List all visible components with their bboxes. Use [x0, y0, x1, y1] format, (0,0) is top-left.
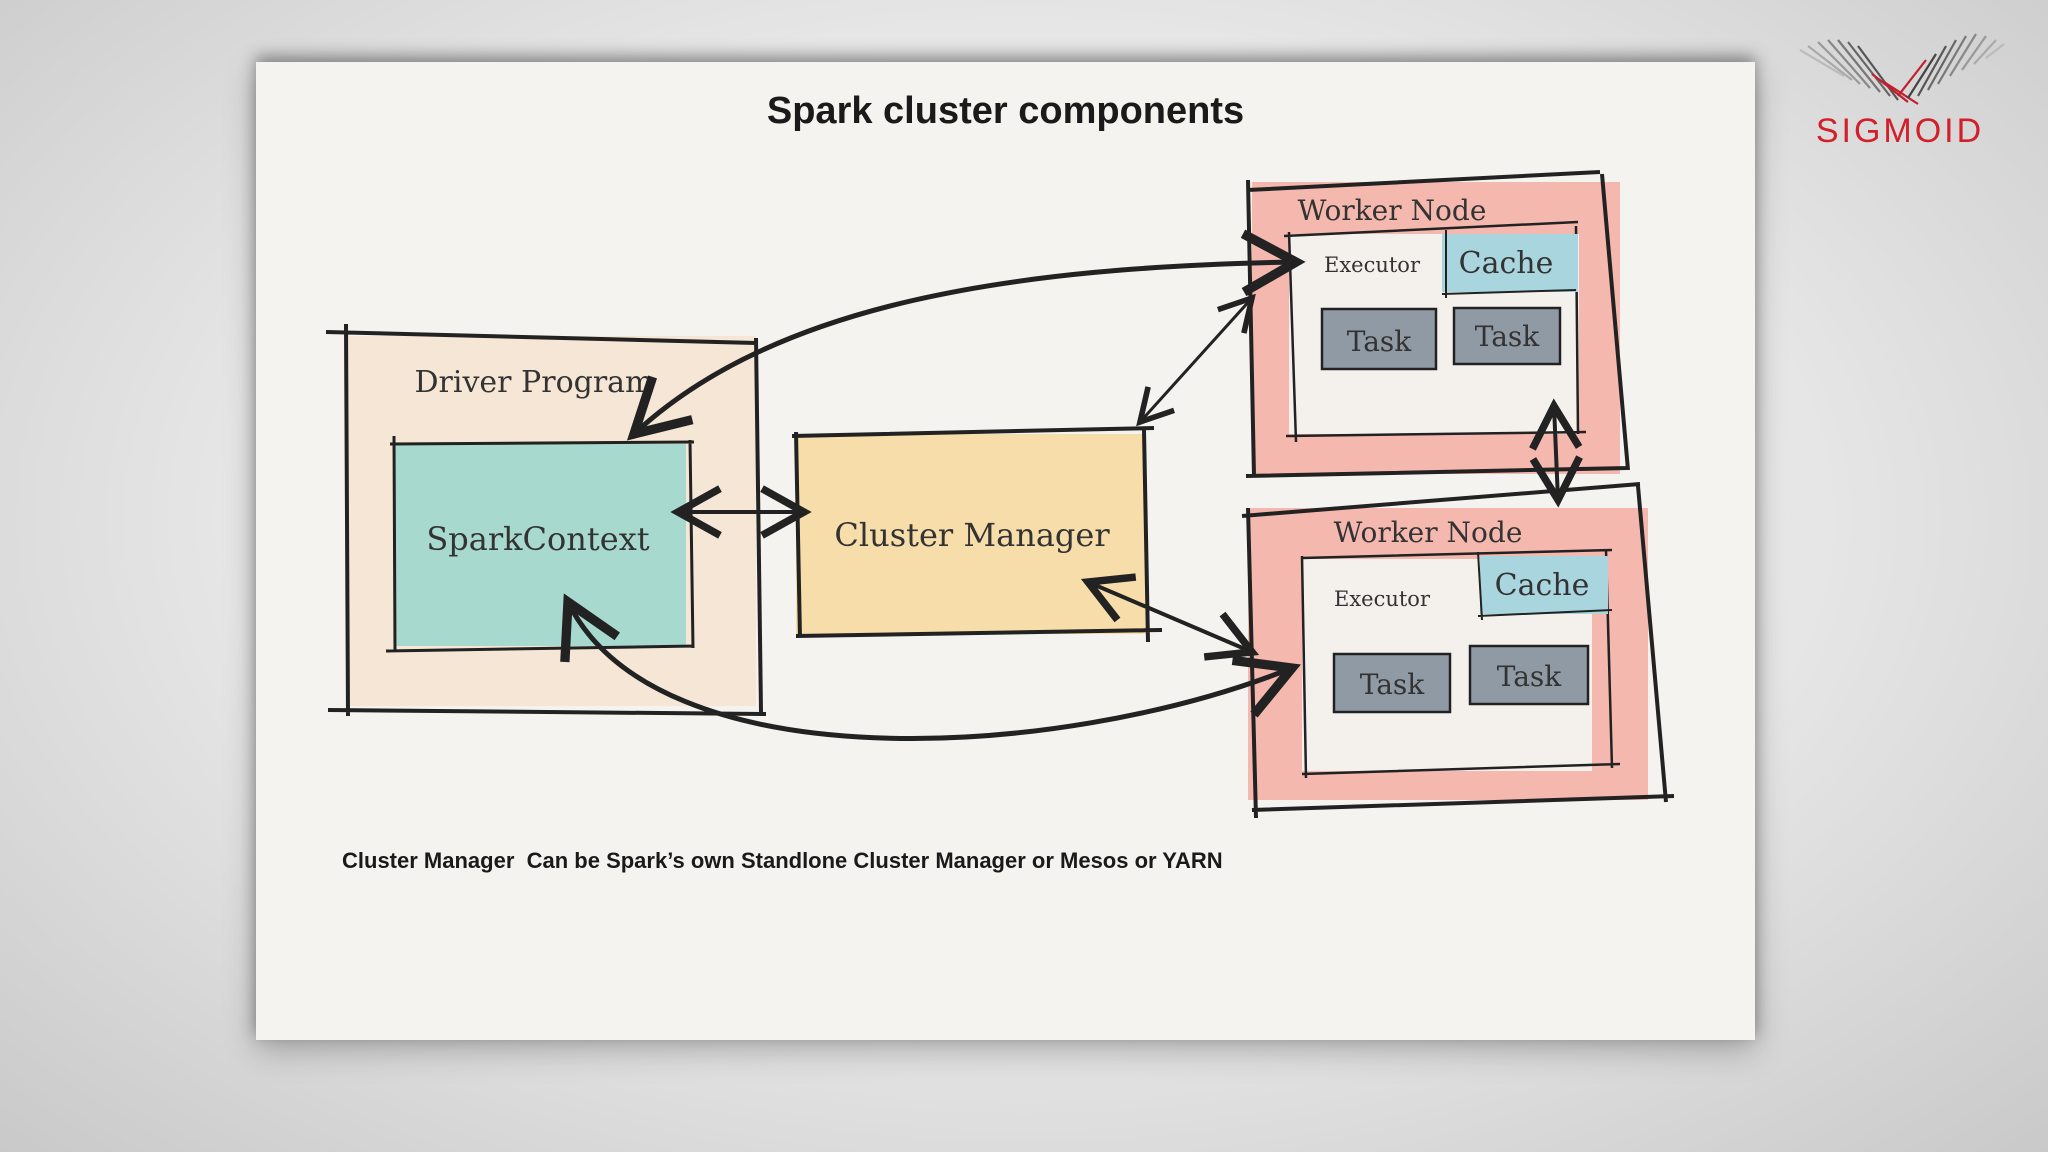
worker-node-2-task-2: [1468, 644, 1590, 706]
slide-title: Spark cluster components: [766, 90, 1245, 132]
sigmoid-logo: SIGMOID: [1780, 30, 2020, 150]
slide: Spark cluster components Driver Program …: [256, 62, 1755, 1040]
spark-context-label: SparkContext: [426, 520, 649, 558]
worker-node-1-executor-label: Executor: [1324, 253, 1421, 277]
arrow-sparkcontext-worker-1: [626, 229, 1306, 441]
worker-node-2: Worker Node Executor Cache Task Task: [1241, 482, 1675, 819]
arrows: [560, 229, 1583, 741]
spark-context: SparkContext: [385, 435, 695, 653]
sigmoid-logo-mark: [1799, 33, 2005, 105]
worker-node-1-task-1: [1320, 307, 1438, 371]
worker-node-1-task-2-label: Task: [1475, 320, 1541, 353]
sigmoid-logo-text: SIGMOID: [1815, 112, 1985, 150]
worker-node-2-cache-box: [1480, 556, 1608, 614]
worker-node-2-cache-label: Cache: [1495, 568, 1590, 603]
slide-caption: Cluster Manager Can be Spark’s own Stand…: [342, 848, 1223, 873]
worker-node-2-label: Worker Node: [1334, 516, 1523, 549]
worker-node-1-task-1-label: Task: [1347, 325, 1413, 358]
cluster-manager-label: Cluster Manager: [834, 516, 1110, 554]
worker-node-2-executor-label: Executor: [1334, 587, 1431, 611]
cluster-manager: Cluster Manager: [791, 426, 1163, 643]
worker-node-1-cache-label: Cache: [1459, 246, 1554, 281]
worker-node-1-cache-box: [1442, 234, 1578, 292]
worker-node-1: Worker Node Executor Cache Task Task: [1245, 170, 1630, 478]
arrow-cluster-manager-worker-1: [1136, 293, 1256, 427]
worker-node-2-task-2-label: Task: [1497, 660, 1563, 693]
worker-node-2-task-1: [1332, 652, 1452, 714]
worker-node-2-task-1-label: Task: [1360, 668, 1426, 701]
worker-node-1-label: Worker Node: [1298, 194, 1487, 227]
worker-node-1-task-2: [1452, 306, 1562, 366]
spark-cluster-diagram: Driver Program SparkContext Cluster Mana…: [325, 170, 1675, 819]
arrow-worker-1-worker-2: [1529, 398, 1583, 508]
driver-program-label: Driver Program: [414, 365, 653, 400]
arrow-sparkcontext-worker-2: [560, 593, 1301, 741]
